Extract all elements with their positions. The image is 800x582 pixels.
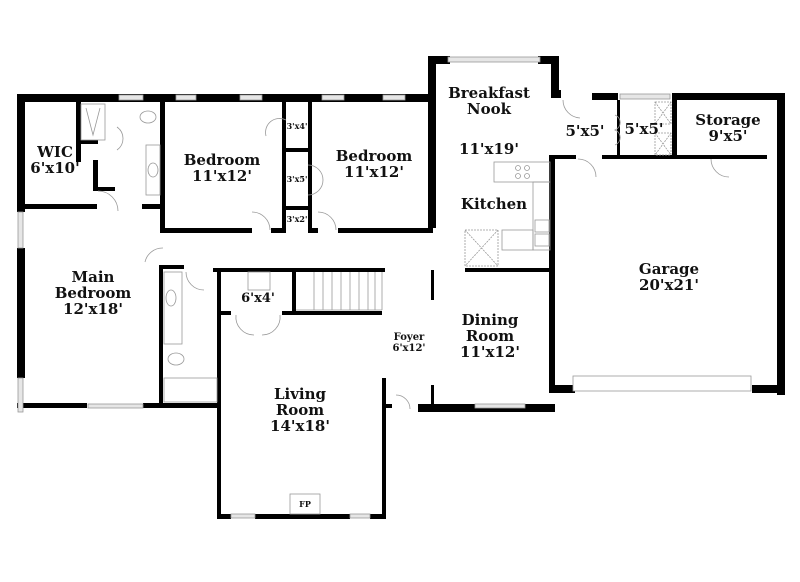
- room-label-bedroom-2: Bedroom 11'x12': [335, 147, 413, 181]
- room-dims: 3'x5': [286, 174, 308, 184]
- room-label-main-bedroom: Main Bedroom 12'x18': [54, 268, 132, 318]
- room-label-closet-6x4: 6'x4': [241, 292, 275, 306]
- room-dims: 5'x5': [565, 122, 605, 140]
- room-dims-breakfast-nook: 11'x19': [459, 140, 519, 158]
- room-label-storage: Storage 9'x5': [695, 111, 761, 145]
- fireplace-text: FP: [299, 499, 311, 509]
- room-label-garage: Garage 20'x21': [638, 260, 700, 294]
- room-label-kitchen: Kitchen: [460, 195, 528, 213]
- stairs: [296, 272, 383, 311]
- room-name-line2: Bedroom: [54, 283, 132, 302]
- room-name: Bedroom: [183, 151, 261, 169]
- room-label-closet-3x4: 3'x4': [286, 121, 308, 131]
- room-label-laundry-1: 5'x5': [565, 122, 605, 140]
- room-dims: 5'x5': [624, 120, 664, 138]
- room-dims: 12'x18': [63, 299, 123, 318]
- doors: [97, 99, 730, 410]
- room-label-laundry-2: 5'x5': [624, 120, 664, 138]
- room-dims: 11'x12': [192, 166, 252, 185]
- fixtures: [80, 101, 672, 515]
- room-name: Bedroom: [335, 147, 413, 165]
- room-name: Storage: [695, 111, 761, 129]
- room-name-line2: Room: [275, 400, 325, 419]
- fireplace-label: FP: [299, 499, 311, 509]
- room-name-line2: Nook: [466, 99, 512, 118]
- room-dims: 6'x4': [241, 291, 275, 306]
- room-dims: 14'x18': [270, 416, 330, 435]
- room-dims: 3'x4': [286, 121, 308, 131]
- room-dims: 6'x10': [30, 158, 80, 177]
- room-dims: 3'x2': [286, 214, 308, 224]
- room-label-foyer: Foyer 6'x12': [392, 332, 426, 354]
- room-dims: 11'x12': [344, 162, 404, 181]
- room-name-line2: Room: [465, 326, 515, 345]
- room-dims: 9'x5': [708, 126, 748, 145]
- room-dims: 20'x21': [639, 275, 699, 294]
- room-name-line1: Main: [71, 268, 115, 286]
- room-dims: 6'x12': [392, 342, 426, 354]
- room-label-living-room: Living Room 14'x18': [270, 385, 330, 435]
- room-label-wic: WIC 6'x10': [30, 143, 80, 177]
- room-name-line1: Breakfast: [448, 84, 530, 102]
- room-name: Kitchen: [460, 195, 528, 213]
- room-label-closet-3x2: 3'x2': [286, 214, 308, 224]
- room-label-dining-room: Dining Room 11'x12': [460, 311, 520, 361]
- room-label-bedroom-1: Bedroom 11'x12': [183, 151, 261, 185]
- room-name: WIC: [37, 143, 73, 161]
- room-name-line1: Living: [273, 385, 327, 403]
- room-label-closet-3x5: 3'x5': [286, 174, 308, 184]
- room-dims: 11'x19': [459, 140, 519, 158]
- room-label-breakfast-nook: Breakfast Nook: [448, 84, 530, 118]
- windows: [17, 56, 752, 519]
- room-name: Foyer: [393, 332, 425, 343]
- room-name: Garage: [638, 260, 700, 278]
- room-dims: 11'x12': [460, 342, 520, 361]
- room-name-line1: Dining: [461, 311, 519, 329]
